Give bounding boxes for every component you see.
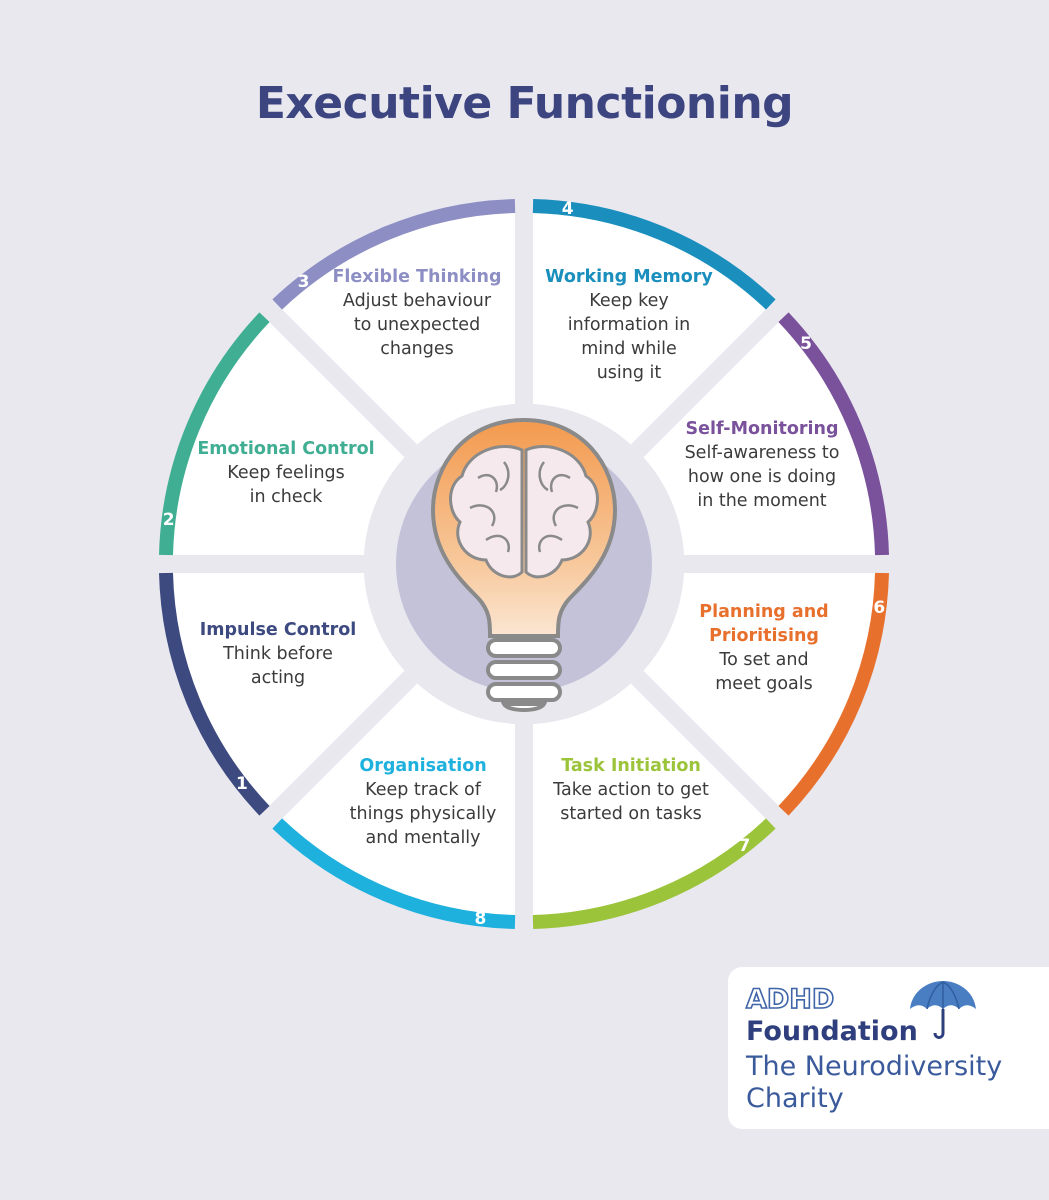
segment-arc-3 [272, 199, 516, 310]
segment-number-4: 4 [561, 198, 574, 219]
segment-arc-2 [159, 312, 270, 556]
segment-title: Organisation [359, 756, 487, 776]
lightbulb-brain-icon [396, 417, 652, 712]
segment-4 [533, 212, 767, 445]
segment-arc-6 [778, 572, 889, 816]
segment-description: Keep feelings in check [227, 463, 345, 507]
segment-number-7: 7 [738, 836, 751, 857]
segment-3 [281, 212, 515, 445]
segment-number-2: 2 [162, 510, 175, 531]
segment-2 [172, 321, 405, 555]
segment-arc-8 [272, 818, 516, 929]
segment-1 [172, 573, 405, 807]
segment-title: Working Memory [545, 267, 713, 287]
segment-description: Keep track of things physically and ment… [349, 780, 497, 848]
logo-adhd: ADHD [745, 984, 835, 1016]
segment-title: Self-Monitoring [685, 419, 839, 439]
segment-arc-1 [159, 572, 270, 816]
segment-description: Keep key information in mind while using… [567, 291, 691, 383]
segment-description: Self-awareness to how one is doing in th… [684, 443, 840, 511]
segment-description: Think before acting [223, 644, 333, 688]
segment-number-3: 3 [297, 271, 310, 292]
adhd-foundation-logo: ADHD Foundation The Neurodiversity Chari… [728, 967, 1049, 1129]
segment-description: To set and meet goals [715, 650, 813, 694]
segment-title: Emotional Control [197, 439, 375, 459]
logo-tagline: The Neurodiversity Charity [746, 1051, 1003, 1114]
segment-description: Take action to get started on tasks [553, 780, 709, 824]
segment-5 [643, 321, 876, 555]
segment-arc-5 [778, 312, 889, 556]
segment-title: Impulse Control [199, 620, 357, 640]
logo-foundation: Foundation [746, 1016, 918, 1047]
segment-number-6: 6 [873, 597, 886, 618]
segment-7 [533, 683, 767, 916]
segment-description: Adjust behaviour to unexpected changes [342, 291, 492, 359]
segment-number-5: 5 [800, 333, 813, 354]
umbrella-icon [910, 981, 976, 1039]
segment-title: Flexible Thinking [332, 267, 502, 287]
segment-number-1: 1 [235, 774, 248, 795]
segment-6 [643, 573, 876, 807]
page-title: Executive Functioning [255, 78, 794, 129]
segment-number-8: 8 [474, 909, 487, 930]
segment-8 [281, 683, 515, 916]
segment-title: Planning and Prioritising [699, 602, 829, 646]
segment-title: Task Initiation [561, 756, 701, 776]
segment-arc-4 [532, 199, 776, 310]
segment-arc-7 [532, 818, 776, 929]
